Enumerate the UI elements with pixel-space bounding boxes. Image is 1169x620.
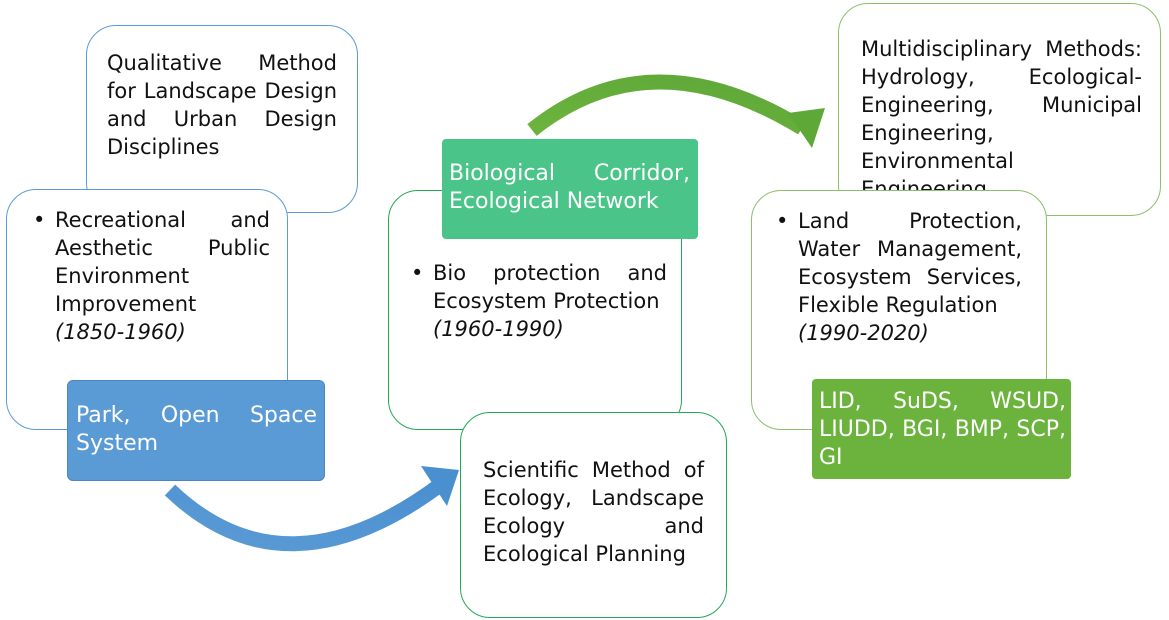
- stage2-years: (1960-1990): [433, 317, 564, 341]
- arrow-head-green: [788, 108, 825, 148]
- stage1-label-text: Park, Open Space System: [76, 403, 317, 456]
- stage3-method-box: Multidisciplinary Methods: Hydrology, Ec…: [838, 3, 1161, 216]
- stage1-bullet-text: Recreational and Aesthetic Public Enviro…: [55, 208, 270, 316]
- stage3-years: (1990-2020): [798, 321, 929, 345]
- stage1-bullet-item: Recreational and Aesthetic Public Enviro…: [29, 206, 270, 346]
- stage1-method-text: Qualitative Method for Landscape Design …: [107, 51, 337, 159]
- stage2-method-box: Scientific Method of Ecology, Landscape …: [460, 412, 727, 618]
- stage3-label: LID, SuDS, WSUD, LIUDD, BGI, BMP, SCP, G…: [812, 379, 1071, 479]
- arrow-head-blue: [421, 466, 459, 506]
- arrow-stage2-to-stage3: [527, 74, 806, 136]
- stage2-label: Biological Corridor, Ecological Network: [442, 139, 698, 239]
- stage1-label: Park, Open Space System: [67, 380, 325, 481]
- stage2-bullet-item: Bio protection and Ecosystem Protection …: [407, 259, 667, 343]
- stage3-label-text: LID, SuDS, WSUD, LIUDD, BGI, BMP, SCP, G…: [819, 389, 1066, 470]
- stage2-label-text: Biological Corridor, Ecological Network: [449, 161, 690, 214]
- stage3-bullet-text: Land Protection, Water Management, Ecosy…: [798, 209, 1022, 317]
- stage3-bullet-item: Land Protection, Water Management, Ecosy…: [772, 207, 1022, 347]
- stage2-bullet-text: Bio protection and Ecosystem Protection: [433, 261, 667, 313]
- stage1-years: (1850-1960): [55, 320, 186, 344]
- stage2-method-text: Scientific Method of Ecology, Landscape …: [483, 458, 704, 566]
- arrow-stage1-to-stage2: [164, 478, 445, 552]
- stage1-method-box: Qualitative Method for Landscape Design …: [86, 25, 358, 213]
- stage3-method-text: Multidisciplinary Methods: Hydrology, Ec…: [861, 37, 1142, 201]
